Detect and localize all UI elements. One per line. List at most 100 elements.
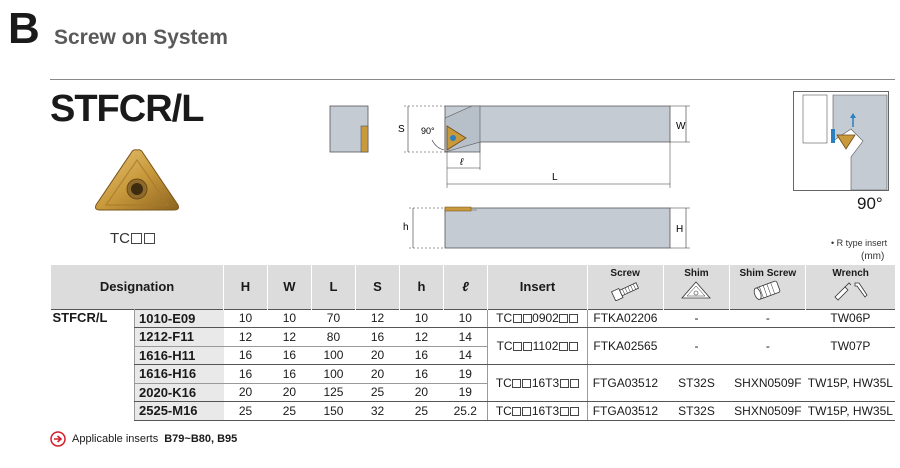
cell-W: 16 — [267, 346, 312, 365]
cell-l: 14 — [443, 346, 488, 365]
applicable-label: Applicable inserts — [72, 433, 159, 445]
cell-l: 19 — [443, 383, 488, 402]
dim-l-label: L — [552, 172, 558, 183]
col-l: ℓ — [442, 265, 488, 309]
cell-shim: - — [663, 327, 730, 365]
table-row: 1616-H11 16 16 100 20 16 14 — [51, 346, 896, 365]
row-designation: 1616-H11 — [133, 346, 224, 365]
cell-l: 14 — [443, 327, 488, 347]
arrow-circle-icon — [50, 431, 66, 447]
cell-L: 125 — [311, 383, 356, 402]
cell-S: 12 — [355, 309, 400, 328]
dim-w-label: W — [676, 121, 686, 132]
r-type-note: • R type insert — [831, 238, 888, 248]
cell-S: 32 — [355, 401, 400, 421]
row-designation: 1212-F11 — [133, 327, 224, 347]
cell-l: 25.2 — [443, 401, 488, 421]
insert-code: TC — [110, 230, 156, 247]
cell-shim-screw: SHXN0509F — [729, 364, 806, 402]
spec-table: Designation H W L S h ℓ Insert Screw Shi… — [49, 265, 896, 421]
cell-H: 12 — [223, 327, 268, 347]
cell-L: 70 — [311, 309, 356, 328]
cell-shim-screw: - — [729, 327, 806, 365]
detail-angle: 90° — [857, 194, 883, 213]
section-title: Screw on System — [54, 26, 228, 49]
model-title: STFCR/L — [50, 88, 204, 130]
cell-h: 10 — [399, 309, 444, 328]
dim-s-label: S — [398, 124, 405, 135]
shim-screw-icon — [753, 280, 781, 300]
col-S: S — [355, 265, 400, 309]
toolholder-drawing: S 90° W ℓ L h H — [329, 105, 690, 249]
series-name: STFCR/L — [52, 309, 108, 325]
cell-screw: FTGA03512 — [587, 401, 664, 421]
cell-S: 20 — [355, 346, 400, 365]
col-h: h — [398, 265, 444, 309]
section-letter: B — [8, 4, 40, 53]
cell-screw: FTKA02206 — [587, 309, 664, 328]
table-row: 2020-K16 20 20 125 25 20 19 — [51, 383, 896, 402]
dim-H-label: H — [676, 224, 683, 235]
col-screw: Screw — [586, 265, 664, 309]
cell-W: 20 — [267, 383, 312, 402]
unit-note: (mm) — [861, 251, 885, 262]
dim-angle-label: 90° — [421, 126, 435, 136]
col-shim: Shim — [662, 265, 730, 309]
row-designation: 2525-M16 — [133, 401, 224, 421]
shim-icon — [681, 281, 712, 299]
col-wrench: Wrench — [805, 265, 895, 309]
cell-screw: FTKA02565 — [587, 327, 664, 365]
cell-shim-screw: - — [729, 309, 806, 328]
cell-h: 12 — [399, 327, 444, 347]
screw-icon — [611, 282, 640, 302]
col-W: W — [266, 265, 312, 309]
row-designation: 2020-K16 — [133, 383, 224, 402]
col-L: L — [310, 265, 356, 309]
cell-H: 16 — [223, 346, 268, 365]
cell-H: 10 — [223, 309, 268, 328]
cell-W: 12 — [267, 327, 312, 347]
cell-wrench: TW15P, HW35L — [805, 364, 895, 402]
cell-h: 20 — [399, 383, 444, 402]
cell-shim: ST32S — [663, 401, 730, 421]
row-designation: 1010-E09 — [133, 309, 224, 328]
cell-screw: FTGA03512 — [587, 364, 664, 402]
cell-H: 25 — [223, 401, 268, 421]
table-header-row: Designation H W L S h ℓ Insert Screw Shi… — [49, 265, 895, 309]
cell-wrench: TW15P, HW35L — [805, 401, 895, 421]
cell-h: 16 — [399, 346, 444, 365]
cell-W: 25 — [267, 401, 312, 421]
cell-L: 100 — [311, 346, 356, 365]
applicable-inserts-note: Applicable inserts B79~B80, B95 — [50, 431, 237, 447]
cell-L: 150 — [311, 401, 356, 421]
cell-S: 25 — [355, 383, 400, 402]
cell-shim-screw: SHXN0509F — [729, 401, 806, 421]
insert-triangle-top — [446, 125, 467, 151]
cell-H: 16 — [223, 364, 268, 384]
cell-wrench: TW06P — [805, 309, 895, 328]
dim-l-small-label: ℓ — [459, 157, 464, 168]
section-divider — [50, 79, 895, 80]
cell-l: 19 — [443, 364, 488, 384]
cell-shim: ST32S — [663, 364, 730, 402]
col-designation: Designation — [49, 265, 224, 309]
insert-image — [95, 149, 179, 211]
cell-H: 20 — [223, 383, 268, 402]
insert-triangle-detail — [836, 134, 856, 150]
cell-shim: - — [663, 309, 730, 328]
dim-h-label: h — [403, 222, 409, 233]
row-designation: 1616-H16 — [133, 364, 224, 384]
col-insert: Insert — [487, 265, 588, 309]
cell-S: 16 — [355, 327, 400, 347]
cell-l: 10 — [443, 309, 488, 328]
applicable-refs[interactable]: B79~B80, B95 — [164, 433, 238, 445]
col-H: H — [223, 265, 268, 309]
wrench-icon — [834, 282, 868, 301]
